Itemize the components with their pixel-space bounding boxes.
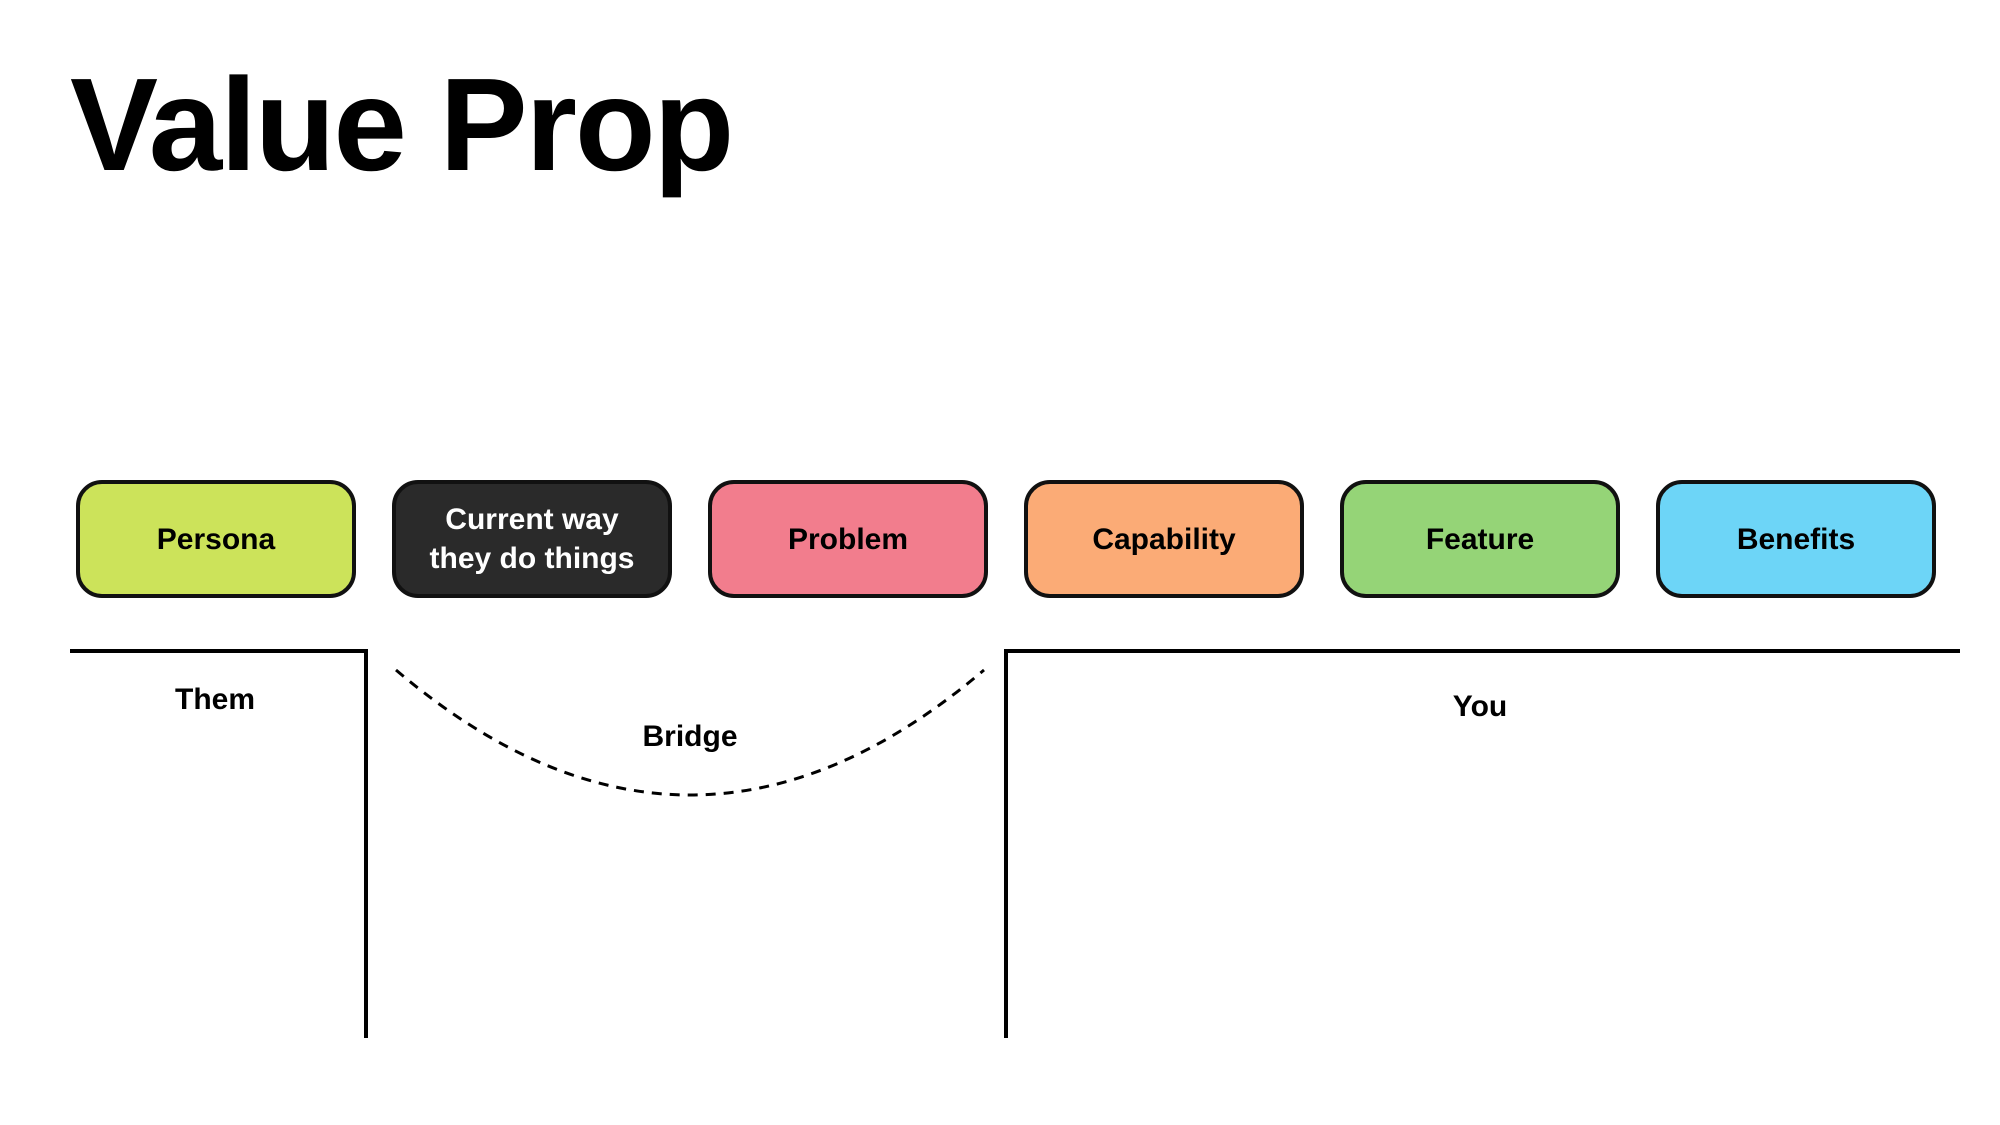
page-title: Value Prop [70,51,734,198]
zone-label-you: You [1452,690,1508,723]
card-current-way[interactable]: Current way they do things [392,480,672,598]
zone-label-bridge: Bridge [642,720,738,753]
card-capability[interactable]: Capability [1024,480,1304,598]
them-zone-border [70,649,368,1038]
bridge-dashed-curve [395,668,985,797]
you-zone-border [1004,649,1960,1038]
card-feature[interactable]: Feature [1340,480,1620,598]
card-persona[interactable]: Persona [76,480,356,598]
card-problem[interactable]: Problem [708,480,988,598]
card-benefits[interactable]: Benefits [1656,480,1936,598]
zone-label-them: Them [174,683,256,716]
